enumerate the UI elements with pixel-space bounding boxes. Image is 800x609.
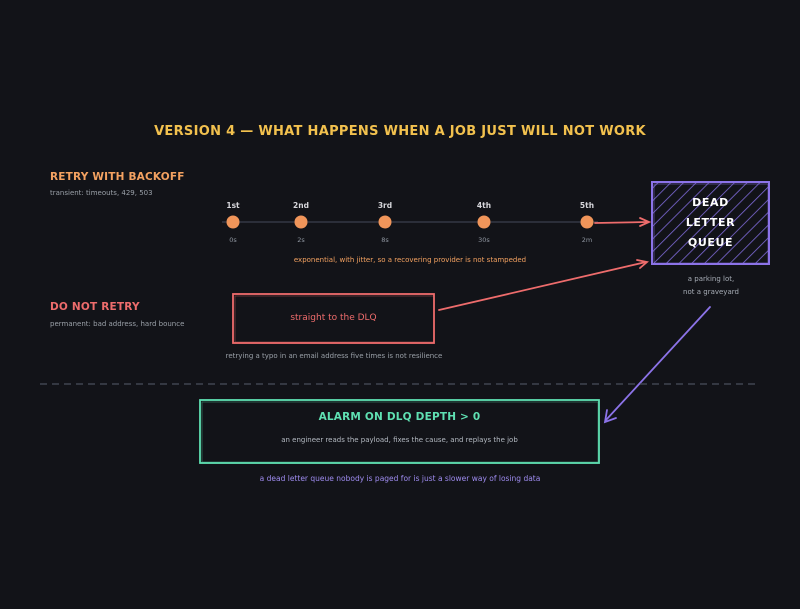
dlq-caption: a parking lot, not a graveyard (650, 273, 772, 299)
retry-subtitle: transient: timeouts, 429, 503 (50, 189, 153, 197)
retry-node-3 (378, 215, 392, 229)
no-retry-subtitle: permanent: bad address, hard bounce (50, 320, 185, 328)
no-retry-box (232, 293, 435, 344)
dlq-label: Dead letter queue (652, 193, 769, 253)
no-retry-heading: Do not retry (50, 301, 140, 313)
arrow-retry-to-dlq (594, 217, 652, 227)
retry-node-5 (580, 215, 594, 229)
dlq-label-line-1: Dead (692, 196, 729, 209)
retry-step-label-4: 4th (476, 201, 492, 210)
arrow-no-retry-to-dlq (438, 259, 649, 311)
retry-step-time-2: 2s (297, 236, 305, 244)
arrow-dlq-to-alarm (603, 306, 711, 424)
retry-caption: exponential, with jitter, so a recoverin… (293, 256, 527, 264)
retry-heading: Retry with backoff (50, 171, 185, 183)
retry-step-time-5: 2m (581, 236, 593, 244)
dlq-caption-line-2: not a graveyard (683, 288, 739, 296)
retry-node-4 (477, 215, 491, 229)
retry-step-label-1: 1st (226, 201, 240, 210)
no-retry-caption: retrying a typo in an email address five… (225, 352, 443, 360)
retry-step-time-4: 30s (478, 236, 490, 244)
alarm-body: an engineer reads the payload, fixes the… (281, 436, 518, 444)
retry-step-label-3: 3rd (377, 201, 393, 210)
retry-step-time-1: 0s (229, 236, 237, 244)
dlq-label-line-3: queue (687, 236, 734, 249)
page-title: Version 4 — what happens when a job just… (154, 124, 646, 139)
dlq-caption-line-1: a parking lot, (687, 275, 735, 283)
retry-node-1 (226, 215, 240, 229)
no-retry-box-label: straight to the DLQ (290, 313, 377, 323)
retry-step-label-5: 5th (579, 201, 595, 210)
retry-step-label-2: 2nd (293, 201, 309, 210)
retry-step-time-3: 8s (381, 236, 389, 244)
alarm-box (199, 399, 600, 464)
retry-node-2 (294, 215, 308, 229)
dlq-box (651, 181, 770, 265)
footer-note: a dead letter queue nobody is paged for … (259, 474, 541, 483)
dlq-label-line-2: letter (685, 216, 736, 229)
alarm-heading: Alarm on DLQ depth > 0 (318, 411, 481, 423)
